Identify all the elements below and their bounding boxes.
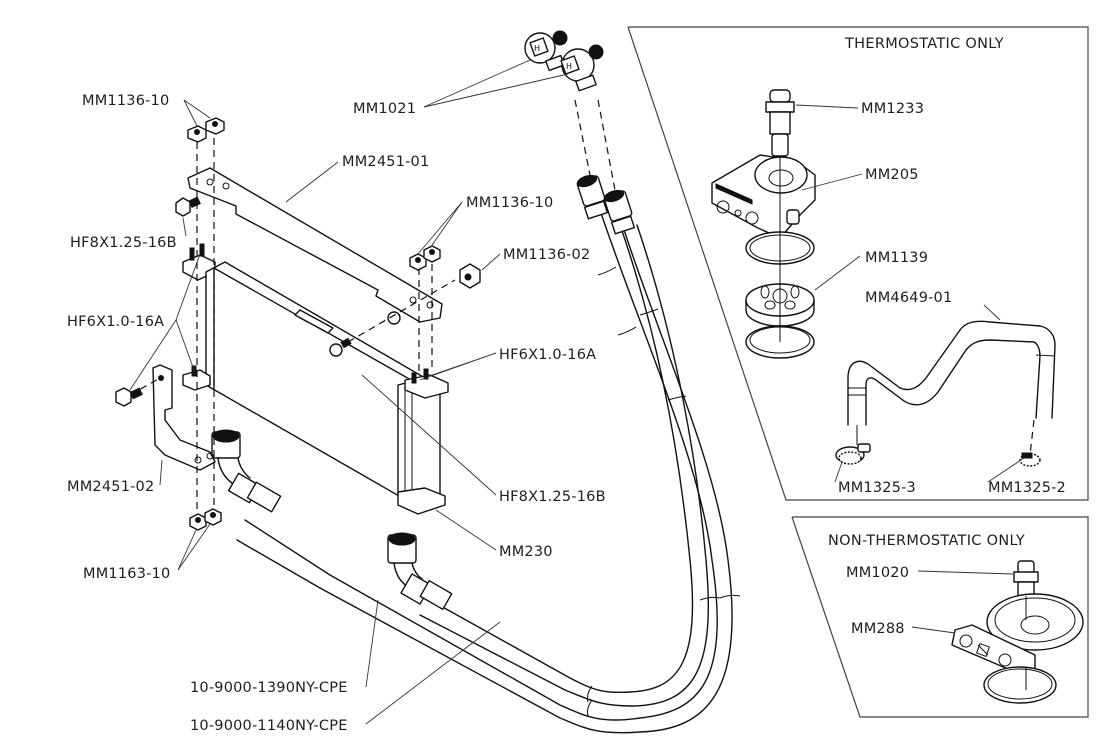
oil-cooler-core [182, 243, 449, 515]
label-mm288: MM288 [851, 621, 905, 637]
mm288-sandwich-plate [951, 593, 1084, 673]
cooler-outlet-fitting [387, 532, 453, 610]
svg-text:H: H [534, 44, 540, 53]
mm4649-01-hose [847, 320, 1056, 426]
label-mm205: MM205 [865, 167, 919, 183]
svg-text:H: H [566, 62, 572, 71]
label-hf8x125-16b-bottom: HF8X1.25-16B [499, 489, 606, 505]
mm1233-fitting [765, 89, 795, 157]
label-mm1233: MM1233 [861, 101, 924, 117]
label-mm1136-02: MM1136-02 [503, 247, 590, 263]
cooler-inlet-fitting [211, 429, 282, 513]
hf6x10-16a-bolt-left [115, 387, 143, 407]
hf8x125-16b-bolt-top [175, 196, 201, 217]
non-thermostatic-panel-title: NON-THERMOSTATIC ONLY [828, 533, 1025, 549]
label-mm1139: MM1139 [865, 250, 928, 266]
label-mm1136-10-top: MM1136-10 [82, 93, 169, 109]
non-thermostatic-panel-border [791, 516, 1089, 718]
label-hose-1140: 10-9000-1140NY-CPE [190, 718, 348, 734]
label-mm4649-01: MM4649-01 [865, 290, 952, 306]
label-mm1163-10: MM1163-10 [83, 566, 170, 582]
label-mm2451-01: MM2451-01 [342, 154, 429, 170]
thermostatic-panel: THERMOSTATIC ONLY [627, 26, 1089, 501]
label-mm1136-10-right: MM1136-10 [466, 195, 553, 211]
mm1020-fitting [1013, 560, 1039, 597]
mm1136-10-nuts-right [409, 245, 441, 271]
label-mm1325-2: MM1325-2 [988, 480, 1066, 496]
mm1325-3-hose-clamp [835, 443, 871, 465]
label-hf6x10-16a-left: HF6X1.0-16A [67, 314, 164, 330]
hose-end-fitting-right [603, 189, 636, 235]
mm1021-adapter-2: H [560, 44, 604, 92]
mm1021-adapter-1: H [524, 30, 568, 72]
label-hose-1390: 10-9000-1390NY-CPE [190, 680, 348, 696]
label-mm1325-3: MM1325-3 [838, 480, 916, 496]
non-thermostatic-panel: NON-THERMOSTATIC ONLY [791, 516, 1089, 718]
mm2451-02-bracket [152, 364, 216, 471]
label-mm1021: MM1021 [353, 101, 416, 117]
leader-lines [129, 59, 1025, 725]
hose-assembly-long [236, 207, 733, 734]
mm1163-10-nuts [189, 508, 222, 531]
hose-assembly-short [419, 224, 741, 717]
mm1136-02-spacer [459, 263, 481, 289]
mm2451-01-bracket [187, 167, 443, 325]
label-hf8x125-16b-top: HF8X1.25-16B [70, 235, 177, 251]
thermostatic-panel-border [627, 26, 1089, 501]
label-mm1020: MM1020 [846, 565, 909, 581]
label-mm230: MM230 [499, 544, 553, 560]
hose-end-fitting-left [576, 174, 609, 220]
label-mm2451-02: MM2451-02 [67, 479, 154, 495]
mm1325-2-hose-clamp [1019, 452, 1041, 467]
mm205-thermostatic-sandwich-plate [711, 154, 816, 239]
label-hf6x10-16a-right: HF6X1.0-16A [499, 347, 596, 363]
mm1136-10-nuts-top [187, 117, 225, 143]
mm288-oring [983, 666, 1057, 704]
thermostatic-panel-title: THERMOSTATIC ONLY [844, 36, 1004, 52]
